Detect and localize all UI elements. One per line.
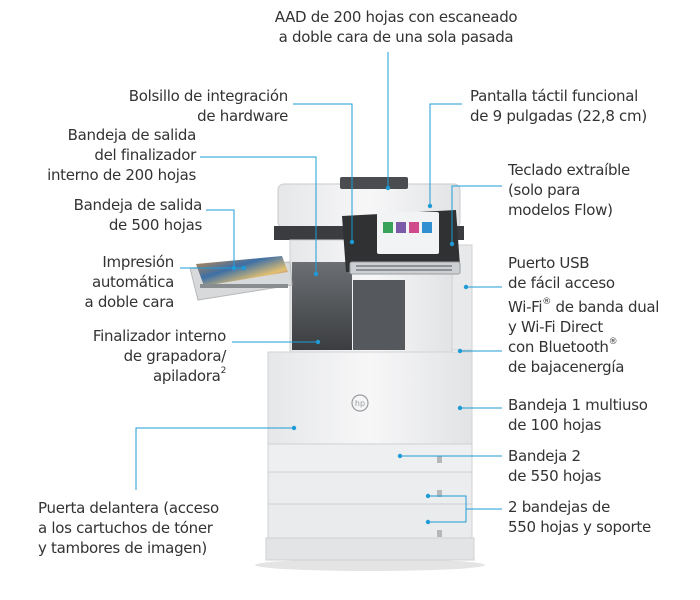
finisher-unit [292, 262, 352, 350]
floor-shadow [255, 559, 485, 571]
callout-keyboard: Teclado extraíble (solo para modelos Flo… [508, 161, 630, 219]
hp-logo [351, 394, 369, 412]
screen-tile-2 [396, 222, 406, 233]
tray-2-indicator [437, 456, 442, 463]
keyboard-keys [356, 265, 452, 271]
callout-trays-stand: 2 bandejas de 550 hojas y soporte [508, 498, 651, 536]
callout-output-bin: Bandeja de salida de 500 hojas [73, 196, 203, 234]
tray-3-indicator [437, 490, 442, 497]
screen-tile-3 [409, 222, 419, 233]
callout-finisher-bin: Bandeja de salida del finalizador intern… [47, 126, 196, 184]
tray-4-indicator [437, 530, 442, 537]
callout-touchscreen: Pantalla táctil funcional de 9 pulgadas … [470, 87, 647, 125]
tray-3-drawer [267, 471, 473, 505]
stand-base [265, 537, 475, 561]
callout-tray2: Bandeja 2 de 550 hojas [508, 447, 602, 485]
hp-logo-text: hp [355, 399, 365, 408]
screen-tile-1 [383, 222, 393, 233]
callout-duplex: Impresión automática a doble cara [84, 253, 174, 311]
callout-usb: Puerto USB de fácil acceso [508, 254, 615, 292]
adf-tray [340, 177, 408, 189]
callout-wireless: Wi-Fi® de banda dual y Wi-Fi Direct con … [508, 297, 660, 377]
screen-tile-4 [422, 222, 432, 233]
finisher-panel [353, 280, 405, 350]
callout-adf: AAD de 200 hojas con escaneado a doble c… [274, 8, 518, 46]
callout-front-door: Puerta delantera (acceso a los cartuchos… [38, 499, 219, 557]
callout-hardware-pocket: Bolsillo de integración de hardware [128, 87, 289, 125]
main-body [267, 351, 473, 445]
callout-tray1: Bandeja 1 multiuso de 100 hojas [508, 396, 648, 434]
callout-stapler: Finalizador interno de grapadora/ apilad… [92, 327, 226, 385]
paper-stack-edge [200, 284, 288, 288]
keyboard-tray [349, 261, 461, 275]
